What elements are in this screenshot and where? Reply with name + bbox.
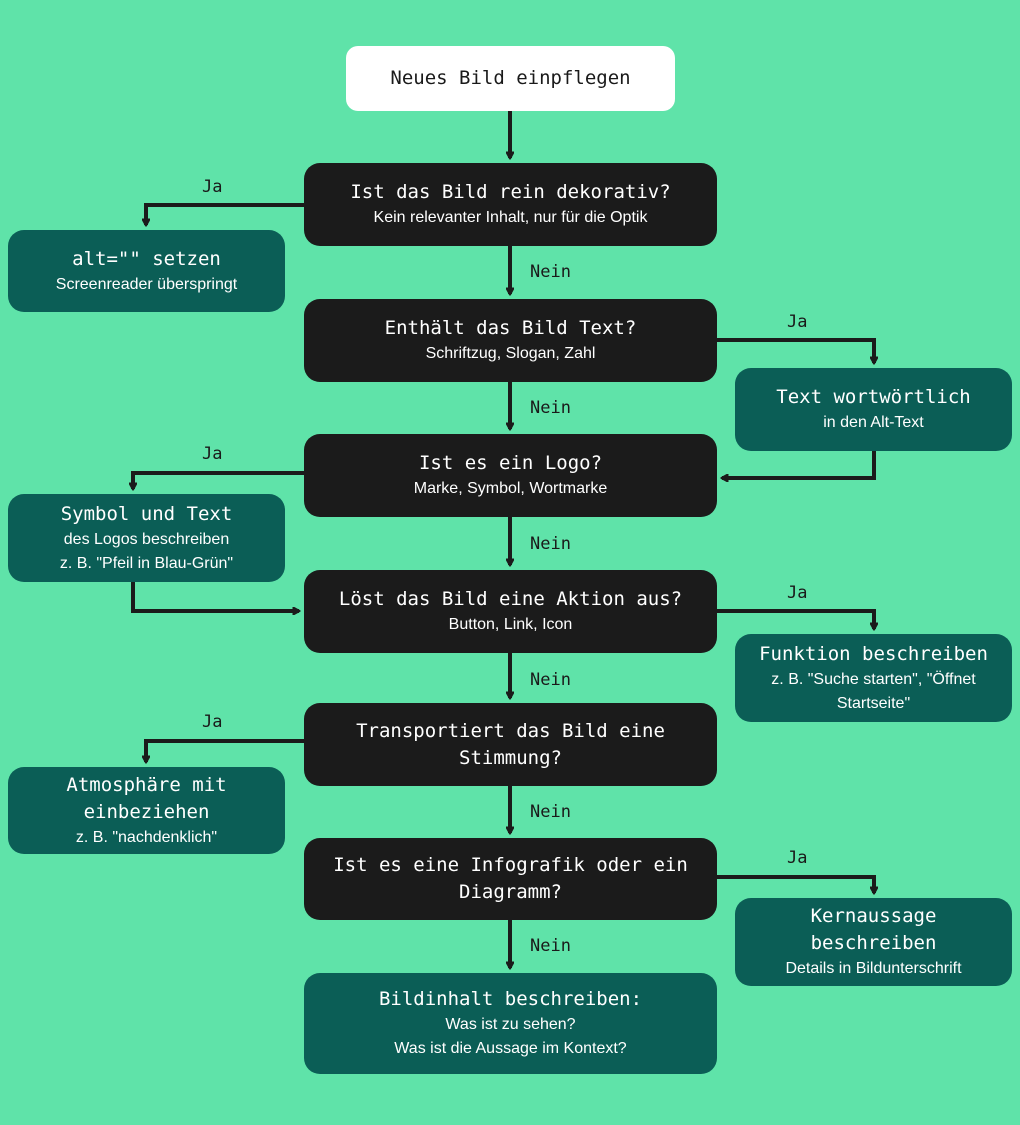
label-no: Nein (530, 670, 571, 690)
question-subtitle: Button, Link, Icon (448, 616, 573, 633)
question-title: Ist das Bild rein dekorativ? (350, 181, 671, 203)
answer-title: Atmosphäre mit einbeziehen (66, 773, 227, 823)
answer-subtitle: Details in Bildunterschrift (785, 960, 962, 977)
label-yes: Ja (202, 444, 223, 464)
answer-logo-description: Symbol und Text des Logos beschreiben z.… (8, 494, 285, 582)
edge-q4-yes (717, 609, 874, 629)
question-contains-text: Enthält das Bild Text? Schriftzug, Sloga… (304, 299, 717, 382)
question-decorative: Ist das Bild rein dekorativ? Kein releva… (304, 163, 717, 246)
edge-logo-q4 (131, 582, 299, 611)
question-action: Löst das Bild eine Aktion aus? Button, L… (304, 570, 717, 653)
edge-q5-yes (146, 739, 304, 762)
edge-q1-yes (146, 203, 304, 225)
answer-subtitle: Was ist zu sehen? Was ist die Aussage im… (394, 1016, 627, 1057)
label-no: Nein (530, 398, 571, 418)
edge-q2-yes (717, 338, 874, 363)
answer-empty-alt: alt="" setzen Screenreader überspringt (8, 230, 285, 312)
answer-title: Funktion beschreiben (759, 642, 988, 665)
question-title: Ist es eine Infografik oder ein Diagramm… (333, 854, 688, 903)
label-no: Nein (530, 534, 571, 554)
answer-subtitle: z. B. "nachdenklich" (75, 828, 218, 846)
answer-subtitle: des Logos beschreiben z. B. "Pfeil in Bl… (59, 530, 234, 572)
question-subtitle: Schriftzug, Slogan, Zahl (425, 345, 596, 362)
answer-title: Kernaussage beschreiben (810, 905, 937, 954)
answer-subtitle: Screenreader überspringt (55, 275, 238, 293)
question-infographic: Ist es eine Infografik oder ein Diagramm… (304, 838, 717, 920)
answer-title: Text wortwörtlich (776, 386, 971, 408)
answer-title: alt="" setzen (72, 247, 221, 270)
start-title: Neues Bild einpflegen (390, 67, 631, 89)
answer-subtitle: z. B. "Suche starten", "Öffnet Startseit… (771, 670, 976, 712)
question-title: Transportiert das Bild eine Stimmung? (356, 719, 665, 769)
label-yes: Ja (787, 583, 808, 603)
question-mood: Transportiert das Bild eine Stimmung? (304, 703, 717, 786)
label-yes: Ja (787, 312, 808, 332)
answer-text-literal: Text wortwörtlich in den Alt-Text (735, 368, 1012, 451)
label-yes: Ja (787, 848, 808, 868)
label-no: Nein (530, 262, 571, 282)
label-yes: Ja (202, 177, 223, 197)
question-subtitle: Marke, Symbol, Wortmarke (413, 480, 608, 497)
answer-describe-content: Bildinhalt beschreiben: Was ist zu sehen… (304, 973, 717, 1074)
question-title: Löst das Bild eine Aktion aus? (338, 588, 683, 610)
edge-textliteral-q3 (722, 451, 876, 478)
question-title: Ist es ein Logo? (418, 452, 603, 474)
answer-atmosphere: Atmosphäre mit einbeziehen z. B. "nachde… (8, 767, 285, 854)
label-no: Nein (530, 936, 571, 956)
start-node: Neues Bild einpflegen (346, 46, 675, 111)
question-title: Enthält das Bild Text? (384, 317, 637, 339)
question-logo: Ist es ein Logo? Marke, Symbol, Wortmark… (304, 434, 717, 517)
label-yes: Ja (202, 712, 223, 732)
question-subtitle: Kein relevanter Inhalt, nur für die Opti… (373, 209, 648, 226)
answer-key-message: Kernaussage beschreiben Details in Bildu… (735, 898, 1012, 986)
edge-q6-yes (717, 875, 874, 893)
answer-title: Bildinhalt beschreiben: (378, 988, 643, 1010)
answer-function: Funktion beschreiben z. B. "Suche starte… (735, 634, 1012, 722)
answer-subtitle: in den Alt-Text (823, 414, 924, 431)
label-no: Nein (530, 802, 571, 822)
edge-q3-yes (133, 471, 304, 489)
answer-title: Symbol und Text (60, 502, 233, 525)
